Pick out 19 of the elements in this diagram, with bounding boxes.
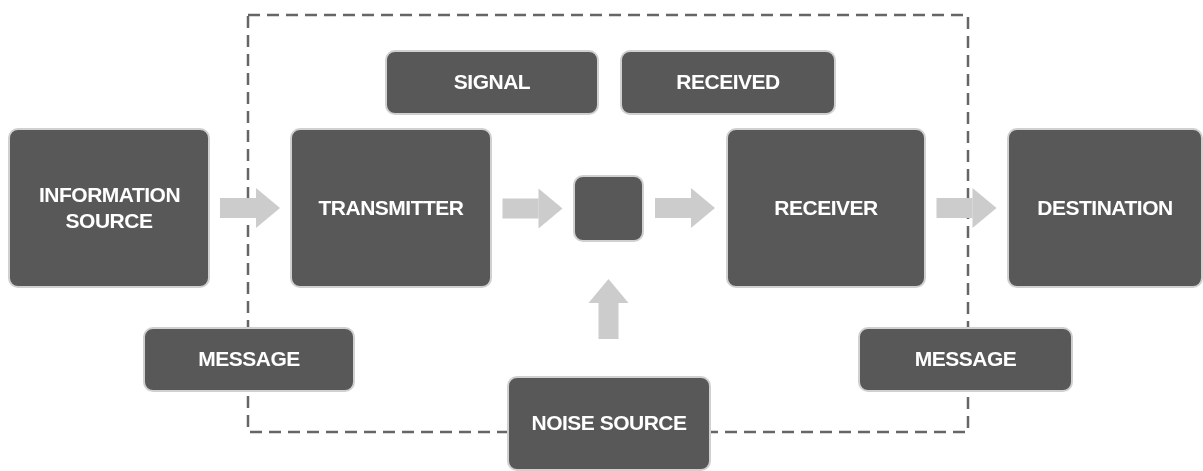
- box-label: INFORMATION SOURCE: [39, 181, 179, 234]
- process-box: [1007, 128, 1203, 288]
- process-box: [290, 128, 492, 288]
- process-box: [8, 128, 210, 288]
- process-box: [858, 327, 1073, 392]
- process-box: [385, 50, 599, 115]
- box-label: DESTINATION: [1037, 194, 1173, 221]
- box-label: NOISE SOURCE: [531, 410, 687, 437]
- process-box: [620, 50, 836, 115]
- box-label: SIGNAL: [453, 69, 531, 96]
- process-box: [143, 327, 355, 392]
- box-label: TRANSMITTER: [318, 194, 464, 221]
- box-label: RECEIVER: [774, 194, 878, 221]
- process-box: [507, 376, 711, 471]
- box-label: MESSAGE: [198, 346, 300, 373]
- box-label: MESSAGE: [914, 346, 1017, 373]
- process-box: [726, 128, 926, 288]
- box-label: RECEIVED: [676, 69, 780, 96]
- empty-box: [573, 175, 644, 242]
